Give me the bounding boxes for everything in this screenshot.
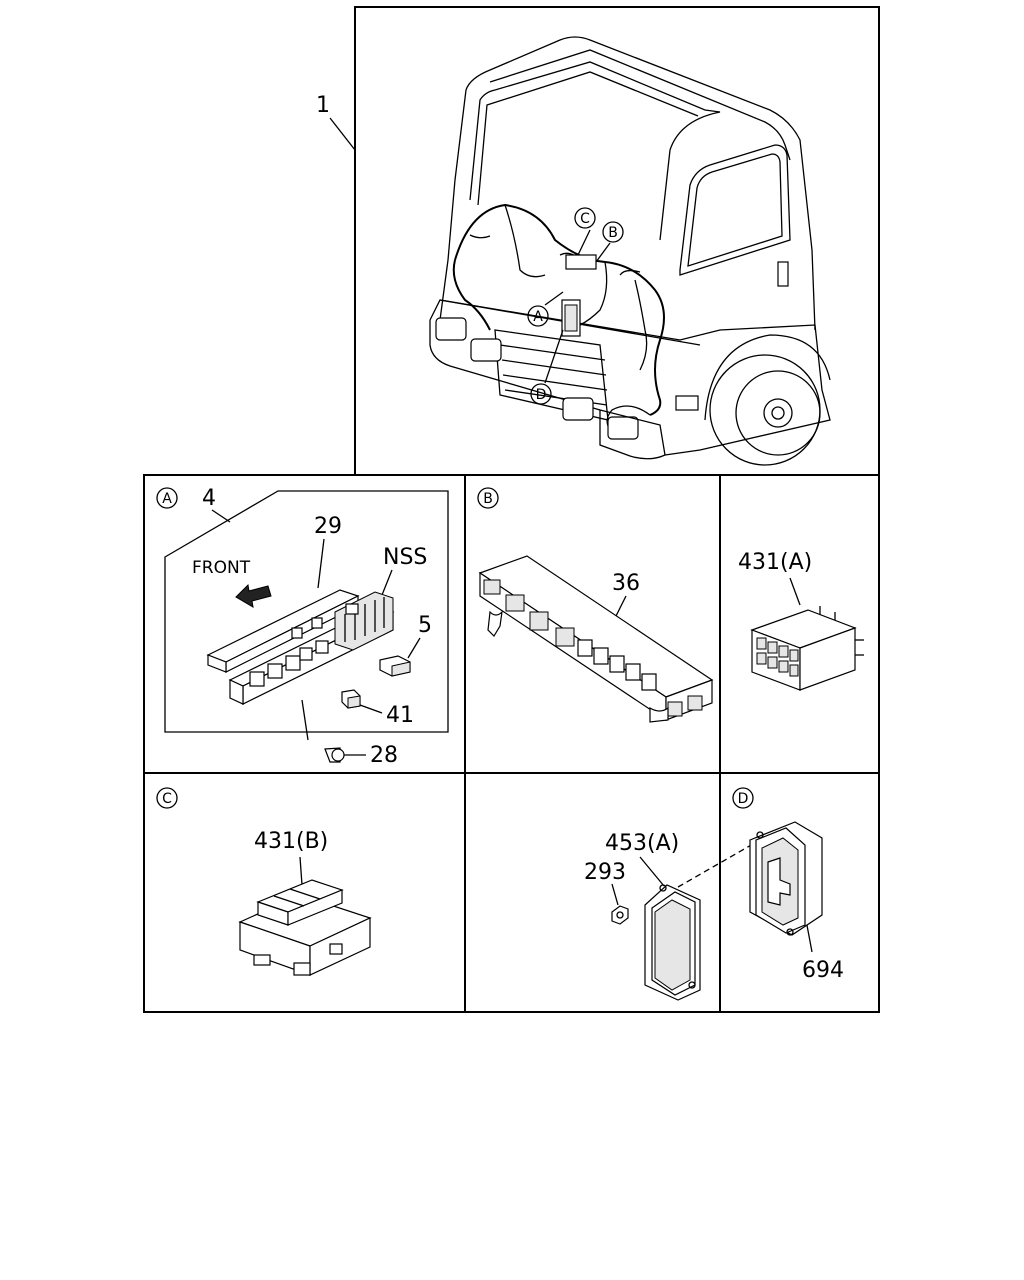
front-arrow-icon bbox=[235, 583, 272, 608]
svg-text:C: C bbox=[162, 791, 172, 807]
callout-4: 4 bbox=[202, 486, 216, 511]
svg-text:C: C bbox=[580, 211, 590, 227]
callout-36: 36 bbox=[612, 571, 640, 596]
view-d-marker: D bbox=[732, 787, 754, 809]
bolt-28 bbox=[324, 747, 345, 763]
truck-view-marker-d: D bbox=[530, 383, 552, 405]
view-c-marker: C bbox=[156, 787, 178, 809]
callout-431b: 431(B) bbox=[254, 829, 328, 854]
relay-41 bbox=[341, 689, 361, 709]
view-a-inset-frame bbox=[164, 490, 449, 733]
front-label: FRONT bbox=[192, 558, 251, 578]
relay-5 bbox=[379, 655, 411, 677]
svg-text:B: B bbox=[483, 491, 493, 507]
nut-293 bbox=[611, 905, 629, 925]
callout-5: 5 bbox=[418, 613, 432, 638]
callout-293: 293 bbox=[584, 860, 626, 885]
connector-431b bbox=[238, 879, 372, 976]
svg-text:A: A bbox=[533, 309, 543, 325]
truck-view-marker-a: A bbox=[527, 305, 549, 327]
cover-453a bbox=[644, 884, 701, 1001]
assembly-leader bbox=[677, 839, 761, 888]
callout-453a: 453(A) bbox=[605, 831, 679, 856]
truck-view-marker-b: B bbox=[602, 221, 624, 243]
module-694 bbox=[749, 821, 823, 936]
connector-431a bbox=[750, 606, 864, 691]
panel-frames bbox=[143, 6, 880, 1013]
svg-text:D: D bbox=[536, 387, 547, 403]
view-a-marker: A bbox=[156, 487, 178, 509]
svg-text:A: A bbox=[162, 491, 172, 507]
svg-text:B: B bbox=[608, 225, 618, 241]
callout-nss: NSS bbox=[383, 545, 427, 570]
view-b-marker: B bbox=[477, 487, 499, 509]
svg-text:D: D bbox=[738, 791, 749, 807]
callout-431a: 431(A) bbox=[738, 550, 812, 575]
callout-29: 29 bbox=[314, 514, 342, 539]
callout-41: 41 bbox=[386, 703, 414, 728]
fuse-box-36 bbox=[478, 555, 714, 723]
callout-1: 1 bbox=[316, 93, 330, 118]
truck-cab-illustration bbox=[329, 36, 831, 466]
relay-box-assembly bbox=[206, 589, 395, 741]
callout-694: 694 bbox=[802, 958, 844, 983]
truck-view-marker-c: C bbox=[574, 207, 596, 229]
callout-28: 28 bbox=[370, 743, 398, 768]
